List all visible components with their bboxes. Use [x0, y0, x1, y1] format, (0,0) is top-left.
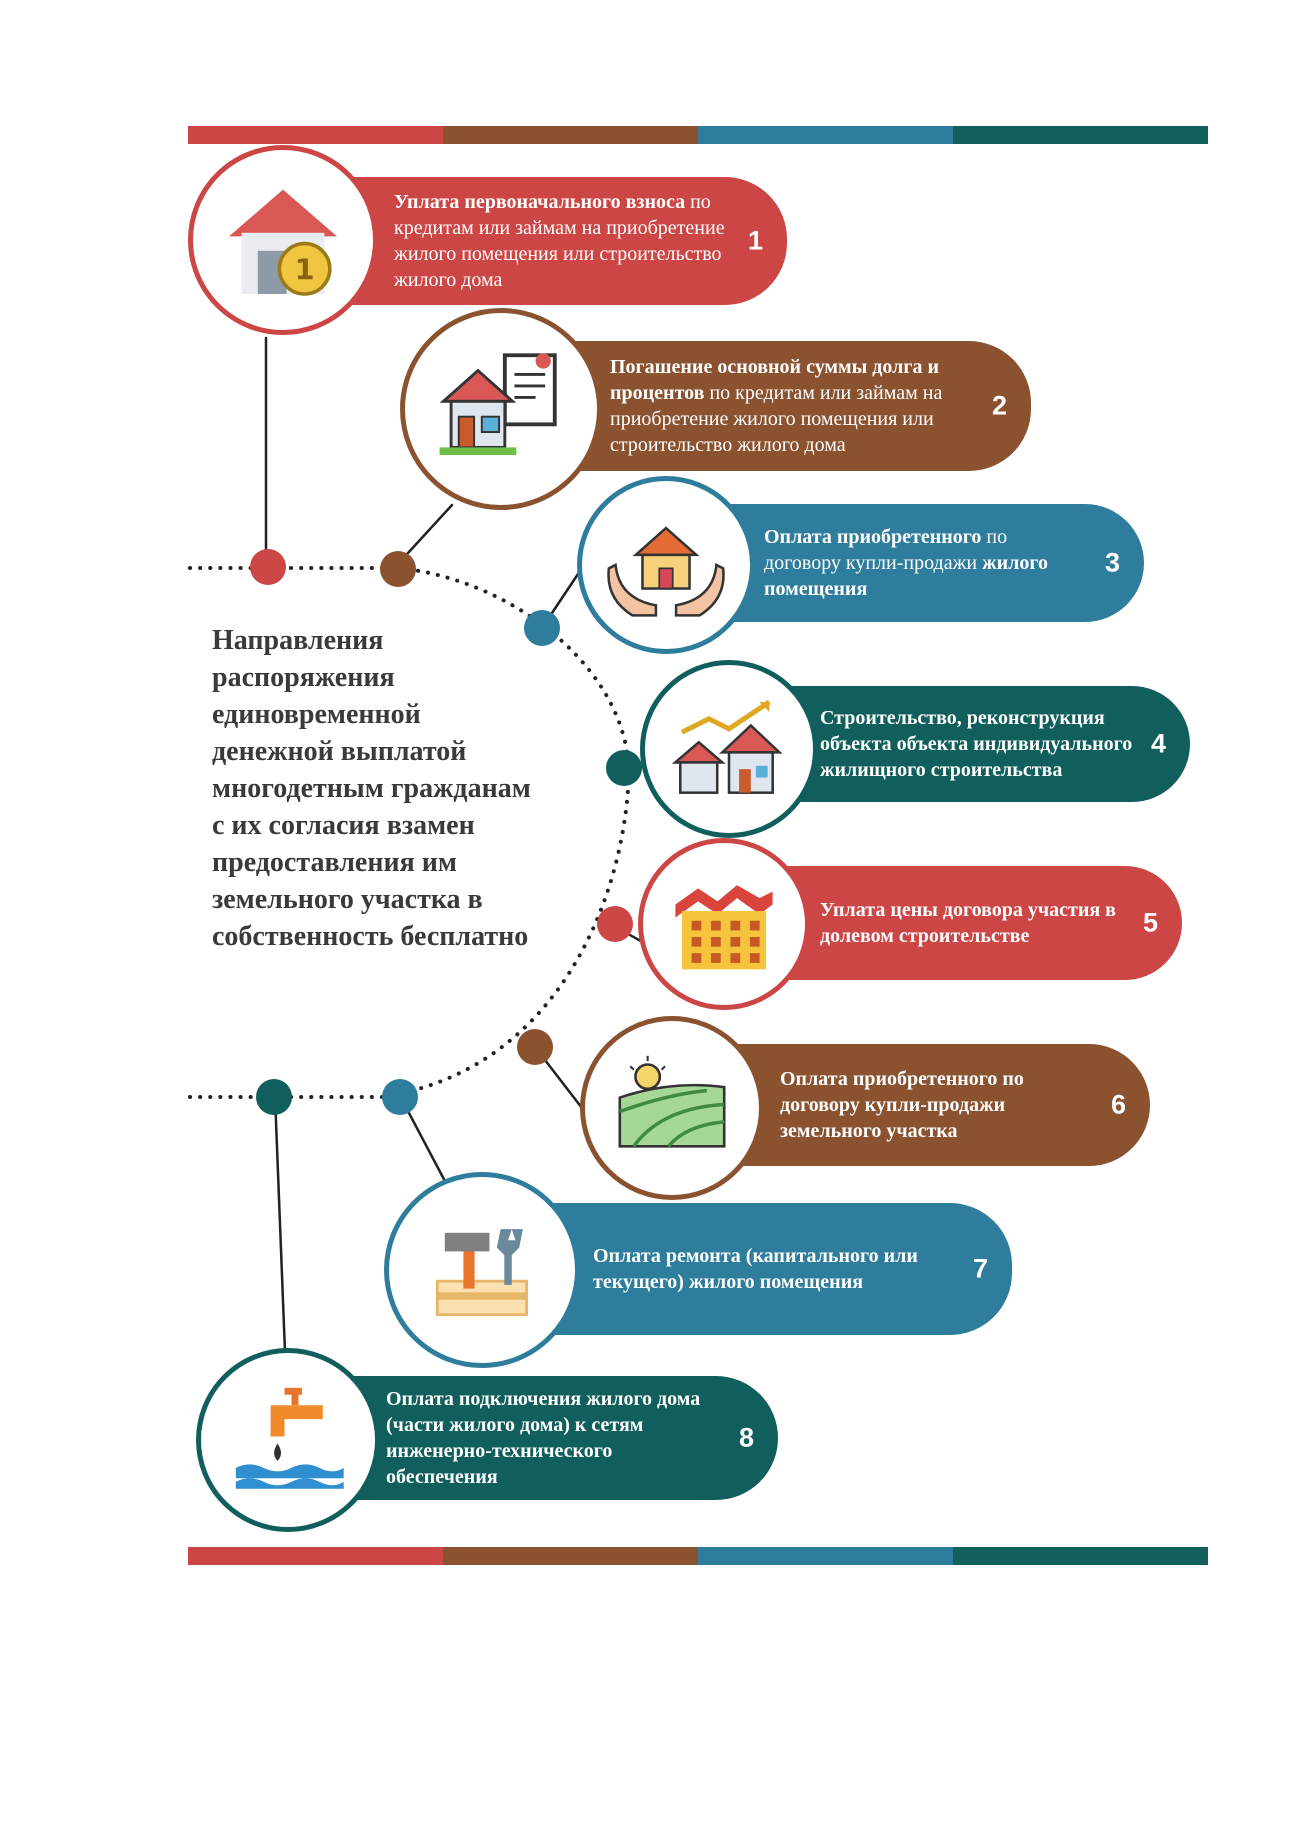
node-dot-3: [524, 610, 560, 646]
item-text-2: Погашение основной суммы долга и процент…: [610, 356, 943, 456]
item-text-6: Оплата приобретенного по договору купли-…: [780, 1068, 1024, 1142]
top-color-stripe: [188, 126, 1208, 144]
node-dot-8: [256, 1079, 292, 1115]
houses-growth-icon: [640, 660, 818, 838]
item-text-7: Оплата ремонта (капитального или текущег…: [593, 1245, 918, 1293]
item-text-4: Строительство, реконструкция объекта объ…: [820, 707, 1133, 781]
house-coin-icon: 1: [188, 145, 378, 335]
item-card-7: Оплата ремонта (капитального или текущег…: [500, 1203, 1012, 1335]
node-dot-1: [250, 549, 286, 585]
item-text-8: Оплата подключения жилого дома (части жи…: [386, 1388, 701, 1488]
item-number-3: 3: [1104, 547, 1120, 578]
item-number-6: 6: [1110, 1089, 1126, 1120]
item-card-2: Погашение основной суммы долга и процент…: [556, 341, 1031, 471]
house-contract-icon: [400, 308, 602, 510]
house-in-hands-icon: [577, 476, 755, 654]
infographic-title: Направления распоряжения единовременной …: [212, 625, 531, 952]
repair-tools-icon: [384, 1172, 580, 1368]
node-dot-6: [517, 1029, 553, 1065]
item-card-1: Уплата первоначального взноса по кредита…: [330, 177, 787, 305]
item-number-8: 8: [738, 1422, 754, 1453]
water-tap-icon: [196, 1348, 380, 1532]
node-dot-7: [382, 1079, 418, 1115]
bottom-color-stripe: [188, 1547, 1208, 1565]
item-card-6: Оплата приобретенного по договору купли-…: [688, 1044, 1150, 1166]
item-card-5: Уплата цены договора участия в долевом с…: [754, 866, 1182, 980]
item-text-3: Оплата приобретенного по договору купли-…: [764, 526, 1048, 600]
item-card-4: Строительство, реконструкция объекта объ…: [758, 686, 1190, 802]
node-dot-2: [380, 551, 416, 587]
item-number-7: 7: [972, 1253, 988, 1284]
item-number-4: 4: [1150, 728, 1166, 759]
item-card-3: Оплата приобретенного по договору купли-…: [712, 504, 1144, 622]
item-number-5: 5: [1142, 907, 1158, 938]
item-number-2: 2: [991, 390, 1007, 421]
land-plot-icon: [580, 1016, 764, 1200]
apartment-building-icon: [638, 838, 810, 1010]
svg-text:1: 1: [295, 253, 315, 287]
node-dot-5: [597, 906, 633, 942]
item-text-1: Уплата первоначального взноса по кредита…: [394, 191, 725, 291]
node-dot-4: [606, 750, 642, 786]
item-text-5: Уплата цены договора участия в долевом с…: [820, 899, 1116, 947]
item-number-1: 1: [747, 225, 763, 256]
item-card-8: Оплата подключения жилого дома (части жи…: [316, 1376, 778, 1500]
